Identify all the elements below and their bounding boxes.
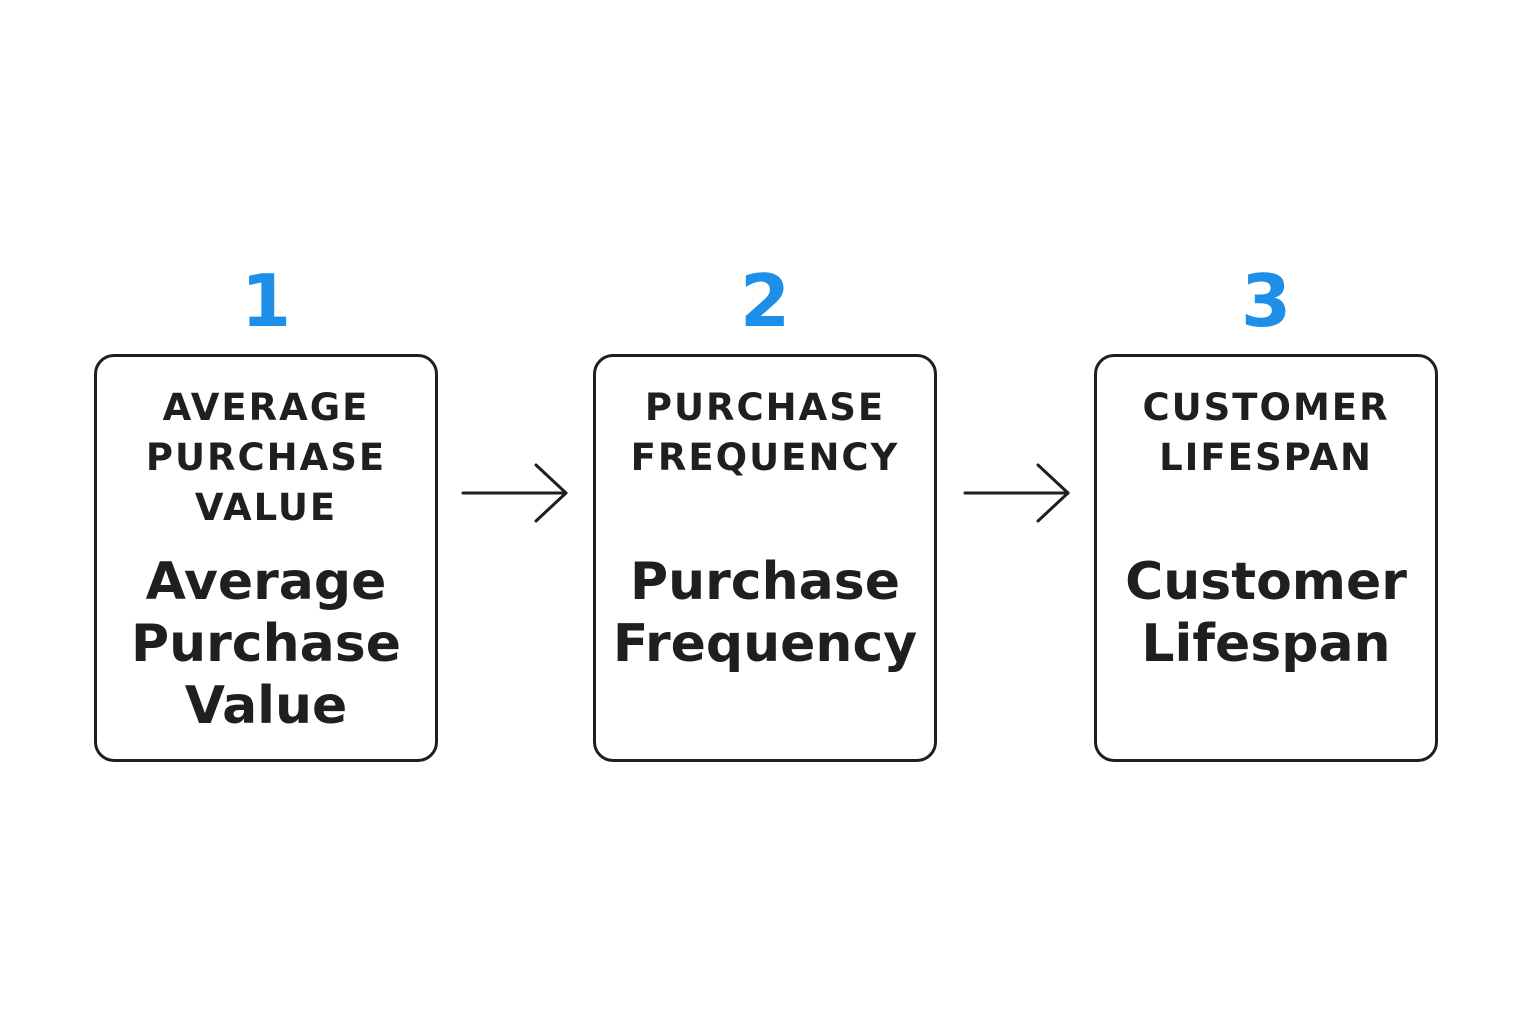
step-title: Purchase Frequency: [612, 552, 918, 674]
step-title: Average Purchase Value: [131, 552, 401, 736]
step-title: Customer Lifespan: [1125, 552, 1407, 674]
step-number: 1: [240, 259, 292, 343]
step-heading: PURCHASE FREQUENCY: [630, 386, 900, 479]
step-heading: AVERAGE PURCHASE VALUE: [145, 386, 387, 529]
step-card: AVERAGE PURCHASE VALUE Average Purchase …: [94, 354, 438, 762]
arrow-right-icon: [963, 463, 1070, 523]
arrow-right-icon: [461, 463, 568, 523]
step-number: 2: [739, 259, 791, 343]
step-heading: CUSTOMER LIFESPAN: [1142, 386, 1390, 479]
step-number: 3: [1240, 259, 1292, 343]
step-card: CUSTOMER LIFESPAN Customer Lifespan: [1094, 354, 1438, 762]
step-card: PURCHASE FREQUENCY Purchase Frequency: [593, 354, 937, 762]
